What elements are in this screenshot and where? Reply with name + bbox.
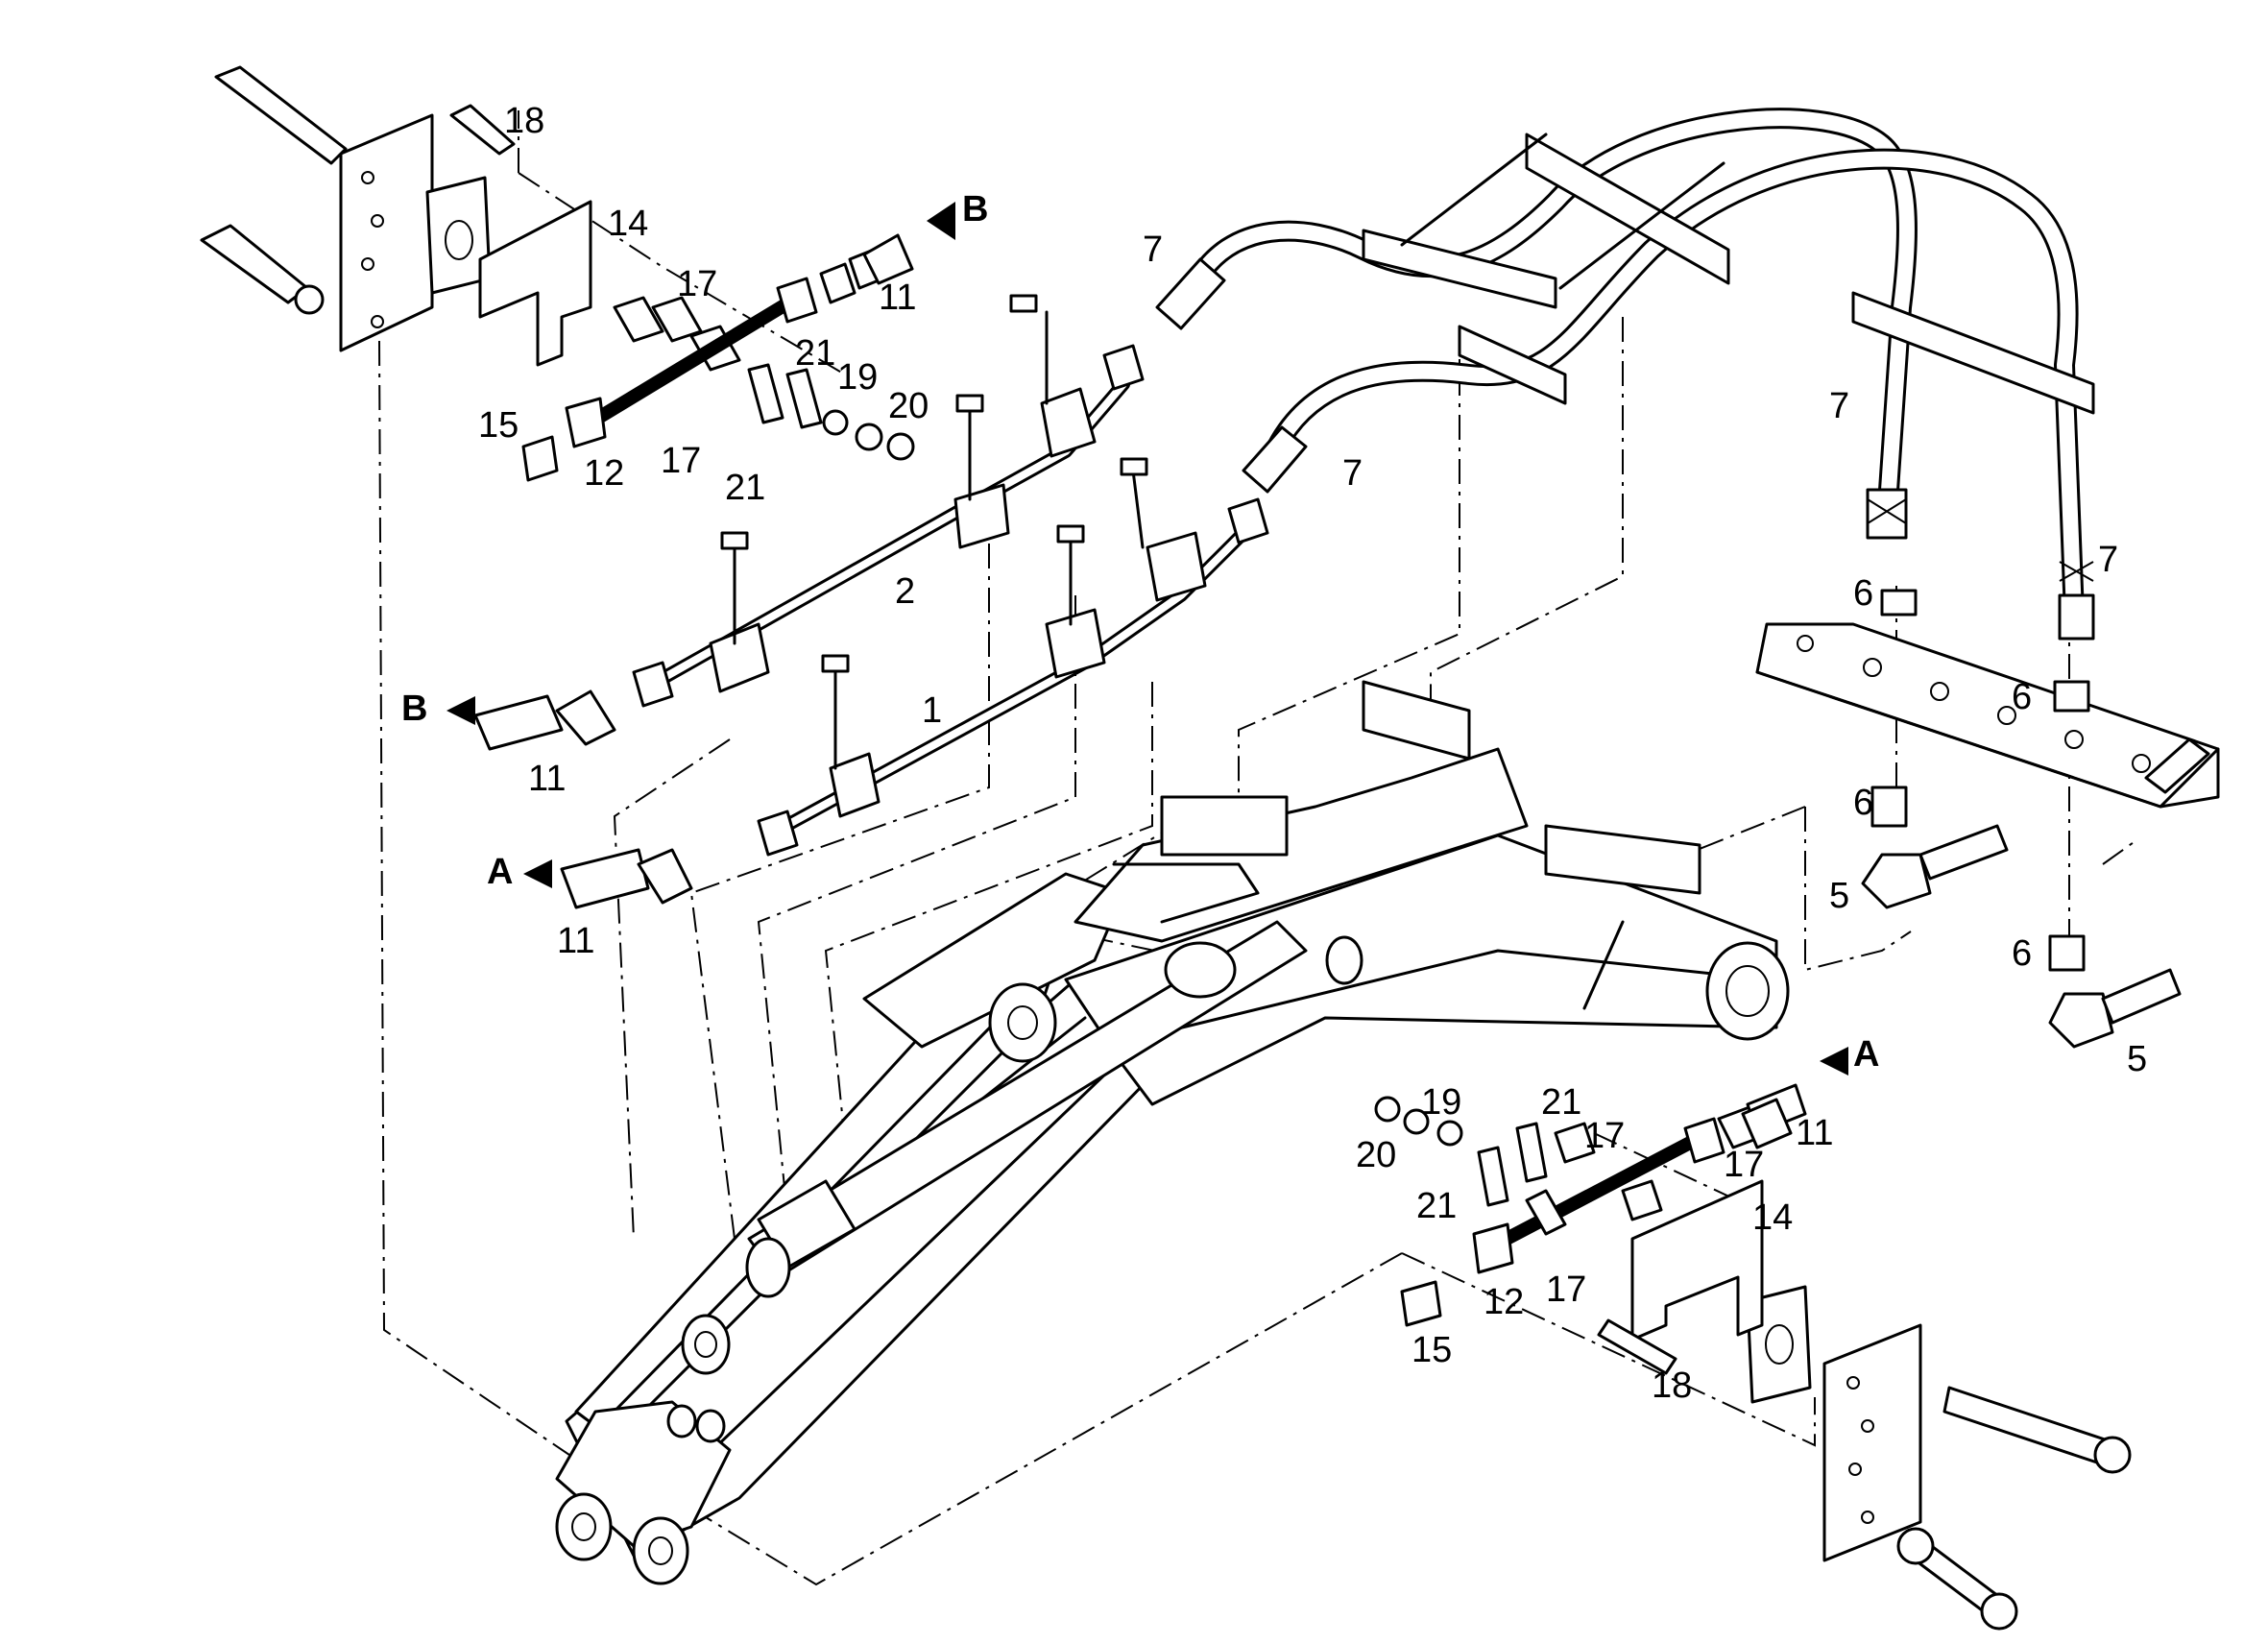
callout-17: 17: [661, 441, 701, 481]
callout-15: 15: [1411, 1330, 1452, 1370]
callout-15: 15: [478, 405, 519, 446]
callout-14: 14: [1752, 1197, 1793, 1238]
callout-11: 11: [879, 278, 916, 318]
callout-2: 2: [895, 571, 915, 612]
callout-20: 20: [888, 386, 929, 426]
callout-17: 17: [1546, 1269, 1586, 1310]
callout-6: 6: [1853, 573, 1873, 614]
pipes: [632, 294, 1269, 857]
arrow-a-left: [523, 859, 552, 888]
callout-18: 18: [1652, 1366, 1692, 1406]
callout-19: 19: [1421, 1082, 1461, 1123]
arrow-b-top: [927, 202, 955, 240]
callout-17: 17: [1584, 1116, 1625, 1156]
left-mounting-assembly: [200, 65, 915, 482]
callout-12: 12: [584, 453, 624, 494]
port-marker-labels: B B A A: [401, 189, 1879, 1075]
callout-17: 17: [677, 264, 717, 304]
callout-11: 11: [528, 759, 566, 799]
callout-17: 17: [1724, 1145, 1764, 1185]
callout-21: 21: [1416, 1186, 1457, 1226]
callout-11: 11: [1796, 1113, 1833, 1153]
callout-12: 12: [1484, 1282, 1524, 1322]
callout-7: 7: [1342, 453, 1363, 494]
callout-labels: 1 2 5 5 6 6 6 6 7 7 7 7 11 11 11 11 12 1…: [478, 101, 2147, 1406]
callout-7: 7: [1829, 386, 1849, 426]
callout-6: 6: [2012, 933, 2032, 974]
callout-5: 5: [2127, 1039, 2147, 1079]
callout-7: 7: [1143, 230, 1163, 270]
port-label-b: B: [401, 689, 427, 729]
callout-6: 6: [1853, 783, 1873, 823]
arrow-a-right: [1820, 1047, 1848, 1076]
callout-20: 20: [1356, 1135, 1396, 1175]
arrow-b-left: [446, 696, 475, 725]
hose-clamp-bars: [1362, 133, 2095, 415]
port-label-b: B: [962, 189, 988, 230]
port-arrows: [446, 202, 1848, 1076]
callout-21: 21: [1541, 1082, 1581, 1123]
manifold-block: [1755, 589, 2220, 1049]
hose-ends-11: [473, 233, 1793, 1149]
callout-18: 18: [504, 101, 544, 141]
callout-1: 1: [922, 690, 942, 731]
loader-arm-frame: [555, 680, 1790, 1585]
callout-7: 7: [2098, 540, 2118, 580]
callout-21: 21: [795, 333, 835, 374]
callout-19: 19: [837, 357, 878, 398]
port-label-a: A: [1853, 1034, 1879, 1075]
callout-5: 5: [1829, 876, 1849, 916]
right-mounting-assembly: [1374, 1083, 2132, 1631]
callout-14: 14: [608, 204, 648, 244]
callout-21: 21: [725, 468, 765, 508]
port-label-a: A: [487, 852, 513, 892]
callout-6: 6: [2012, 677, 2032, 717]
callout-11: 11: [557, 921, 594, 961]
